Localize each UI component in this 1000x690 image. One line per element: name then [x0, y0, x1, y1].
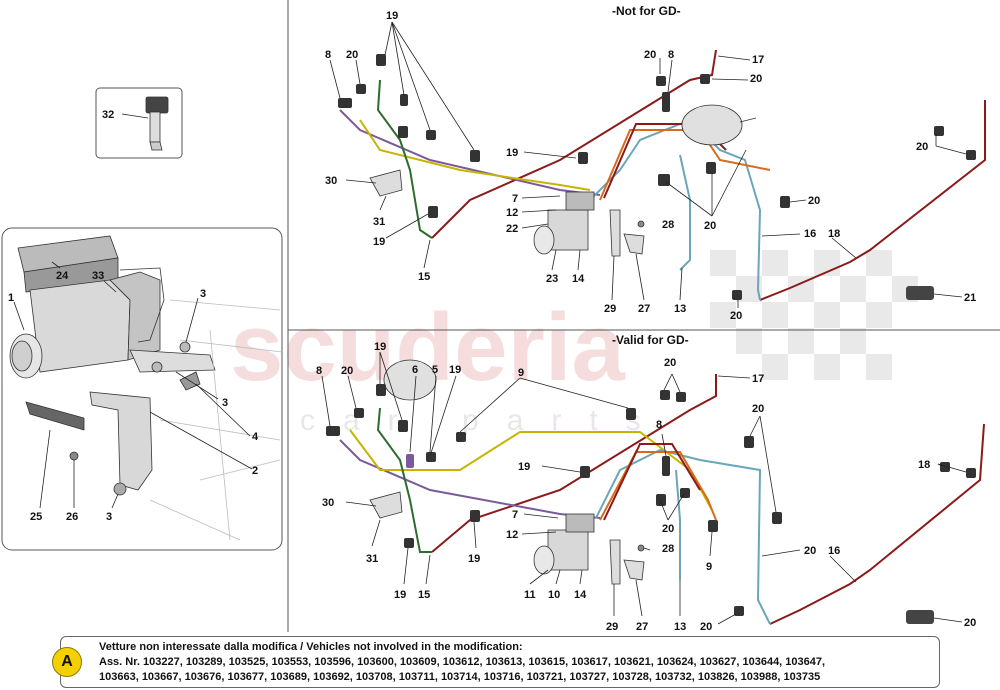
callout-top-20e: 20 — [808, 195, 820, 207]
callout-top-14: 14 — [572, 273, 585, 285]
callout-bottom-12: 12 — [506, 529, 518, 541]
callout-bottom-28: 28 — [662, 543, 674, 555]
callout-32: 32 — [102, 109, 114, 121]
callout-bottom-11: 11 — [524, 589, 536, 601]
leader-lines-bottom — [321, 351, 967, 625]
callout-bottom-29: 29 — [606, 621, 618, 633]
abs-module-top — [533, 191, 595, 255]
callout-bottom-8b: 8 — [656, 419, 662, 431]
callout-bottom-9b: 9 — [706, 561, 712, 573]
section-title-valid-for-gd: -Valid for GD- — [612, 333, 689, 347]
note-assembly-numbers-line2: 103663, 103667, 103676, 103677, 103689, … — [99, 671, 821, 683]
callout-top-29: 29 — [604, 303, 616, 315]
callout-bottom-6: 6 — [412, 364, 418, 376]
callout-top-19b: 19 — [373, 236, 385, 248]
callout-top-23: 23 — [546, 273, 558, 285]
callout-bottom-20e: 20 — [752, 403, 764, 415]
note-badge: A — [52, 647, 82, 677]
callout-bottom-7: 7 — [512, 509, 518, 521]
callout-top-20f: 20 — [916, 141, 928, 153]
clip-parts-top — [338, 54, 976, 300]
inset-frame-connector — [95, 87, 183, 159]
callout-bottom-10: 10 — [548, 589, 560, 601]
callout-top-16: 16 — [804, 228, 816, 240]
callout-bottom-9a: 9 — [518, 367, 524, 379]
brake-booster-bottom — [383, 359, 437, 401]
callout-bottom-20b: 20 — [662, 523, 674, 535]
callout-bottom-17: 17 — [752, 373, 764, 385]
callout-top-20g: 20 — [730, 310, 742, 322]
abs-unit-drawing — [9, 235, 283, 541]
callout-top-20b: 20 — [644, 49, 656, 61]
callout-top-19c: 19 — [506, 147, 518, 159]
callout-bottom-20a: 20 — [341, 365, 353, 377]
callout-bottom-19e: 19 — [518, 461, 530, 473]
callout-top-31: 31 — [373, 216, 385, 228]
callout-top-13: 13 — [674, 303, 686, 315]
callout-bottom-31: 31 — [366, 553, 378, 565]
pipes-valid-for-gd — [339, 374, 985, 625]
callout-bottom-30: 30 — [322, 497, 334, 509]
callout-bottom-19c: 19 — [394, 589, 406, 601]
callout-top-30: 30 — [325, 175, 337, 187]
clip-parts-bottom — [326, 384, 976, 624]
callout-3a: 3 — [200, 288, 206, 300]
connector-part-32 — [145, 96, 169, 151]
callout-bottom-19a: 19 — [374, 341, 386, 353]
callout-bottom-21: 20 — [964, 617, 976, 629]
callout-top-18: 18 — [828, 228, 840, 240]
section-title-not-for-gd: -Not for GD- — [612, 4, 681, 18]
callout-bottom-15: 15 — [418, 589, 430, 601]
callout-top-8b: 8 — [668, 49, 674, 61]
callout-bottom-19d: 19 — [468, 553, 480, 565]
callout-bottom-20c: 20 — [700, 621, 712, 633]
callout-bottom-16: 20 — [804, 545, 816, 557]
pipes-not-for-gd — [339, 49, 986, 301]
callout-bottom-20d: 20 — [664, 357, 676, 369]
callout-top-20a: 20 — [346, 49, 358, 61]
callout-top-7: 7 — [512, 193, 518, 205]
callout-top-28: 28 — [662, 219, 674, 231]
callout-top-20d: 20 — [704, 220, 716, 232]
callout-1: 1 — [8, 292, 14, 304]
callout-bottom-27: 27 — [636, 621, 648, 633]
callout-top-12: 12 — [506, 207, 518, 219]
callout-top-27: 27 — [638, 303, 650, 315]
callout-top-19a: 19 — [386, 10, 398, 22]
inset-frame-abs-unit — [1, 227, 283, 551]
bracket-parts-bottom — [369, 491, 645, 585]
callout-top-8a: 8 — [325, 49, 331, 61]
callout-bottom-13: 13 — [674, 621, 686, 633]
callout-bottom-18: 16 — [828, 545, 840, 557]
callout-3b: 3 — [222, 397, 228, 409]
callout-bottom-19b: 19 — [449, 364, 461, 376]
callout-25: 25 — [30, 511, 42, 523]
callout-top-21: 21 — [964, 292, 976, 304]
callout-2: 2 — [252, 465, 258, 477]
callout-4: 4 — [252, 431, 259, 443]
callout-33: 33 — [92, 270, 104, 282]
callout-bottom-20f: 18 — [918, 459, 930, 471]
callout-24: 24 — [56, 270, 69, 282]
callout-bottom-14: 14 — [574, 589, 587, 601]
callout-top-17: 17 — [752, 54, 764, 66]
leader-lines-top — [329, 21, 967, 308]
callout-top-20c: 20 — [750, 73, 762, 85]
note-title: Vetture non interessate dalla modifica /… — [99, 641, 523, 653]
callout-3c: 3 — [106, 511, 112, 523]
brake-booster-top — [681, 104, 757, 146]
callout-bottom-5: 5 — [432, 364, 438, 376]
callout-top-15: 15 — [418, 271, 430, 283]
abs-module-bottom — [533, 513, 595, 575]
modification-note: A Vetture non interessate dalla modifica… — [52, 636, 940, 688]
callout-26: 26 — [66, 511, 78, 523]
callout-bottom-8a: 8 — [316, 365, 322, 377]
note-assembly-numbers-line1: Ass. Nr. 103227, 103289, 103525, 103553,… — [99, 656, 826, 668]
bracket-parts-top — [369, 169, 645, 257]
callout-top-22: 22 — [506, 223, 518, 235]
